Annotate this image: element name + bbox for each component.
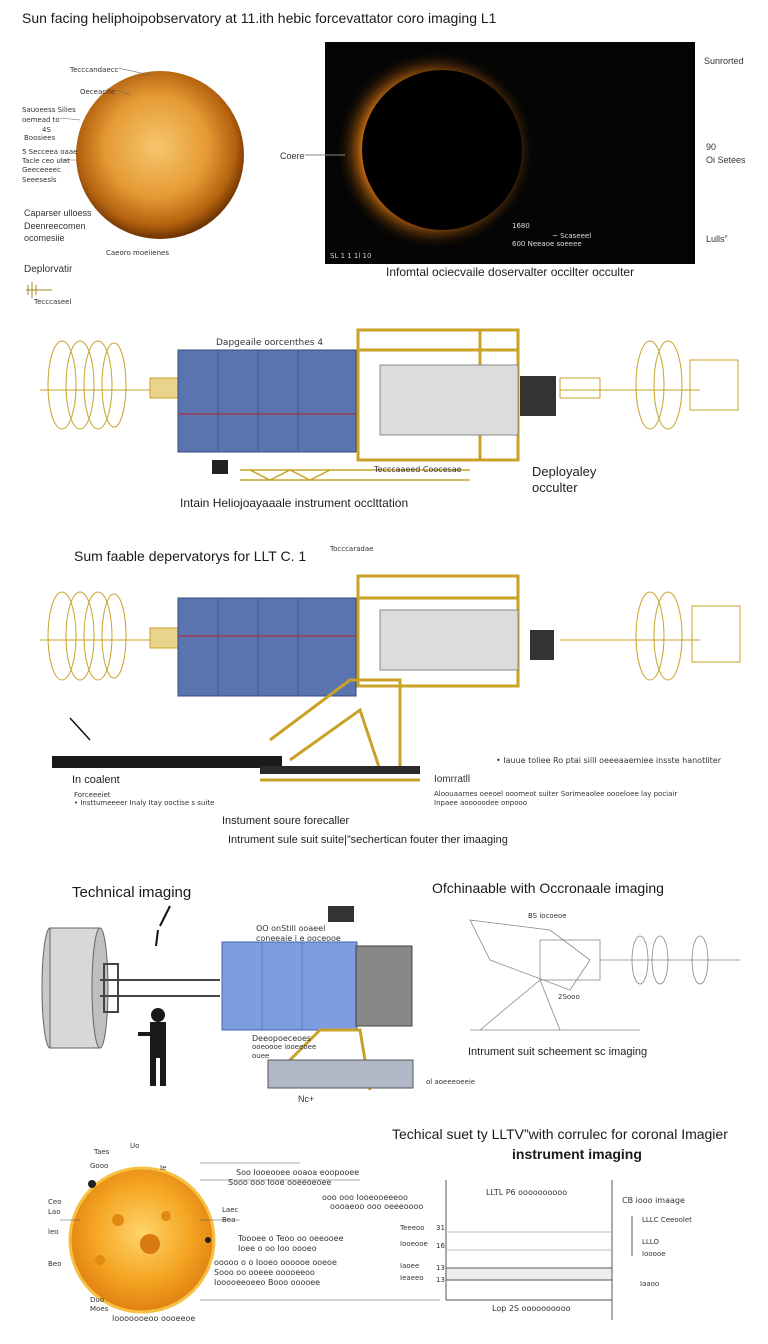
corona-right-label: 90 [706,142,717,152]
corona-right-label: Oi Setees [706,155,746,165]
chart-y-tick: 31 [436,1224,445,1232]
corona-right-label: Sunrorted [704,56,744,66]
sun-label: Duo [90,1296,105,1304]
sun-label: leo [48,1228,59,1236]
sun-label: ocomesiie [24,233,65,243]
section-note: • Iauue toliee Ro ptai siill oeeeaaemiee… [496,756,721,765]
sun-annotation: Soo Iooeooee ooaoa eoopooee [236,1168,360,1177]
section-title: Sum faable depervatorys for LLT C. 1 [74,548,307,564]
chart-side-title: CB iooo imaage [622,1196,685,1205]
section-label: ouee [252,1052,270,1060]
sun-label: Geeceeeec [22,166,61,174]
section-caption: Intrument sule suit suite|”sechertican f… [228,834,508,846]
sun-disk-1 [26,42,695,298]
page-title: Sun facing heliphoipobservatory at 11.it… [22,10,497,26]
image-readout: 600 Neeaoe soeeee [512,240,582,248]
section-label: • Insttumeeeer Inaly Itay ooctise s suit… [74,799,215,807]
sun-label: Caparser ulloess [24,208,92,218]
section-title: Ofchinaable with Occronaale imaging [432,880,664,896]
sun-label: Moes [90,1305,109,1313]
sun-annotation: Ioee o oo Ioo oooeo [238,1244,317,1253]
section-label: OO onStill ooaeel [256,924,326,933]
section-label: Aloouaarnes oeeoel ooomeot suiter Sorime… [434,790,678,798]
instrument-label: Dapgeaile oorcenthes 4 [216,338,324,348]
section-label: Forceeeiet [74,791,111,799]
chart-y-label: Ieaeeo [400,1274,424,1282]
instrument-caption: Intain Heliojoayaaale instrument occltta… [180,496,409,510]
corona-image-caption: Infomtal ociecvaile doservalter occilter… [386,265,635,279]
chart-title: LLTL P6 oooooooooo [486,1188,568,1197]
chart-y-label: Iaoee [400,1262,420,1270]
sun-annotation: Sooo ooo Iooe ooeeoeoee [228,1178,332,1187]
section-label: 2Sooo [558,993,580,1001]
sun-label: Caeoro moeiienes [106,249,169,257]
chart-side-label: LLLC Ceeoolet [642,1216,692,1224]
sun-disk-2 [60,1162,633,1320]
chart-y-tick: 13 [436,1264,445,1272]
image-readout: 1680 [512,222,530,230]
sun-label: Lao [48,1208,61,1216]
section-label: Instument soure forecaller [222,815,350,827]
sun-label: Sauoeess Silies [22,106,76,114]
section-label: ol aoeeeoeeie [426,1078,476,1086]
sun-annotation: ooo ooo Iooeooeeeoo [322,1193,408,1202]
sun-label: Seeesesls [22,176,57,184]
sun-label: Uo [130,1142,140,1150]
chart-side-label: Iooooe [642,1250,666,1258]
sun-label: Boosiees [24,134,56,142]
sun-annotation: ooooo o o Iooeo oooooe ooeoe [214,1258,337,1267]
sun-label: Tecccandaecc [70,66,119,74]
section-title: Techical suet ty LLTV”with corrulec for … [392,1126,728,1142]
section-label: Nc+ [298,1094,315,1104]
corona-right-label: Lulls” [706,234,728,244]
sun-annotation: Iooooeeoeeo Booo ooooee [214,1278,321,1287]
image-readout: SL 1 1 1l 10 [330,252,372,260]
section-caption: Intrument suit scheement sc imaging [468,1046,648,1058]
sun-label: Bea [222,1216,236,1224]
instrument-diagram-2 [40,574,741,782]
chart-y-label: Iooeooe [400,1240,428,1248]
section-title: Technical imaging [72,884,192,901]
sun-label: Taes [94,1148,110,1156]
section-label: Iomrratll [434,774,471,785]
section-title: instrument imaging [512,1146,642,1162]
chart-y-tick: 16 [436,1242,445,1250]
image-readout: ~ Scaseeel [552,232,592,240]
section-label: In coalent [72,774,120,786]
sun-annotation: Toooee o Teoo oo oeeooee [238,1234,344,1243]
sun-label: Laec [222,1206,239,1214]
sun-label: 5 Secceea oaae [22,148,78,156]
sun-label: Tacle ceo ulat [22,157,70,165]
sun-annotation: Sooo oo ooeee ooooeeoo [214,1268,315,1277]
chart-x-label: Lop 2S oooooooooo [492,1304,571,1313]
sun-label: Beo [48,1260,62,1268]
instrument-diagram-1 [40,328,739,481]
deploy-label: Deplorvatir [24,264,73,275]
chart-side-label: LLLO [642,1238,659,1246]
chart-y-label: Teeeoo [400,1224,425,1232]
section-label: coneeaie i e ooceooe [256,934,341,943]
deploy-occulter-label: Deployaley [532,464,597,479]
section-label: Inpaee aooooodee onpooo [434,799,528,807]
deploy-occulter-label: occulter [532,480,578,495]
sun-annotation: Iooooooeoo oooeeoe [112,1314,196,1323]
section-label: ooeoooe iooeeoee [252,1043,317,1051]
chart-y-tick: 13 [436,1276,445,1284]
sun-label: Oeceacite [80,88,116,96]
sun-label: 4S [42,126,51,134]
sun-label: Ie [160,1164,167,1172]
section-label: Deeopoeceoes [252,1034,312,1043]
section-label: Tocccaradae [330,545,374,553]
sun-label: Deenreecomen [24,221,86,231]
section-label: BS iocoeoe [528,912,567,920]
sun-annotation: oooaeoo ooo oeeeoooo [330,1202,424,1211]
chart-side-label: Iaaoo [640,1280,660,1288]
sun-label: oemead to [22,116,60,124]
sun-label: Ceo [48,1198,62,1206]
sun-label: Gooo [90,1162,109,1170]
instrument-diagram-3 [41,905,740,1091]
corona-label: Coere [280,151,305,161]
instrument-label: Tecccaaeed Coocesae [374,465,462,474]
deploy-sublabel: Tecccaseel [34,298,72,306]
